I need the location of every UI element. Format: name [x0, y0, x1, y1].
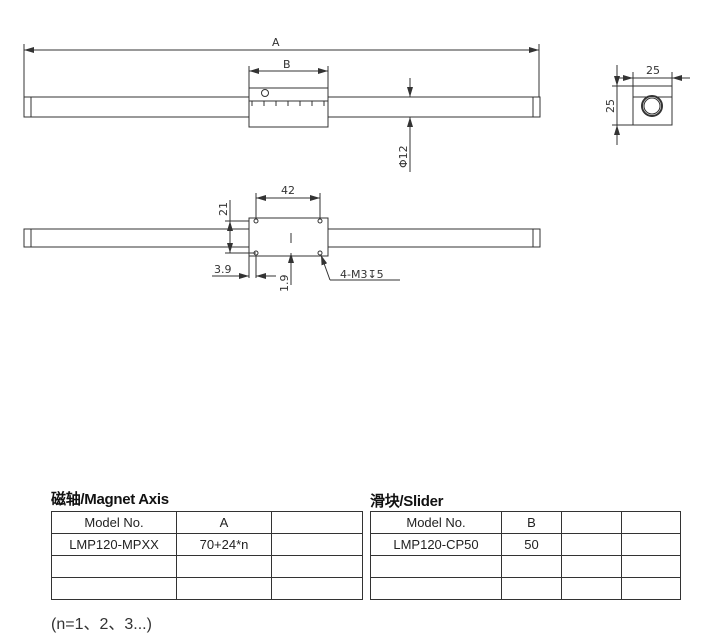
header-model: Model No.	[51, 511, 177, 534]
slider-block-bottom	[248, 217, 329, 257]
dim-b-label: B	[283, 58, 291, 71]
header-empty	[271, 511, 363, 534]
cell	[51, 555, 177, 578]
slider-table: Model No. B LMP120-CP50 50	[370, 511, 681, 600]
cell	[176, 577, 272, 600]
dim-a-label: A	[272, 36, 280, 49]
magnet-axis-title: 磁轴/Magnet Axis	[51, 491, 169, 508]
mount-hole	[317, 218, 323, 224]
cell	[561, 555, 622, 578]
cell	[370, 577, 502, 600]
header-empty	[621, 511, 681, 534]
dim-1-9-label: 1.9	[278, 275, 291, 293]
cell	[621, 533, 681, 556]
top-view	[23, 44, 541, 172]
bottom-view	[23, 193, 541, 285]
cell	[621, 555, 681, 578]
header-b: B	[501, 511, 562, 534]
cell-model: LMP120-MPXX	[51, 533, 177, 556]
footnote: (n=1、2、3...)	[51, 616, 152, 633]
table-row: LMP120-MPXX 70+24*n	[51, 533, 363, 556]
cell	[561, 577, 622, 600]
cell	[271, 555, 363, 578]
mount-hole	[253, 218, 259, 224]
table-header-row: Model No. A	[51, 511, 363, 534]
end-width-label: 25	[646, 64, 660, 77]
rod-section	[641, 95, 663, 117]
table-row	[370, 555, 681, 578]
cell	[621, 577, 681, 600]
end-view	[612, 65, 690, 145]
table-row	[51, 555, 363, 578]
table-row	[370, 577, 681, 600]
cell-b: 50	[501, 533, 562, 556]
slider-title: 滑块/Slider	[370, 493, 444, 510]
cell	[561, 533, 622, 556]
slider-block	[248, 87, 329, 128]
cell-model: LMP120-CP50	[370, 533, 502, 556]
table-header-row: Model No. B	[370, 511, 681, 534]
cell	[271, 533, 363, 556]
cell	[51, 577, 177, 600]
dim-42-label: 42	[281, 184, 295, 197]
table-row: LMP120-CP50 50	[370, 533, 681, 556]
cell	[271, 577, 363, 600]
technical-drawing: A B Φ12 42 21 3.9 1.9 4-M3↧5 25 25	[23, 36, 690, 293]
table-row	[51, 577, 363, 600]
dim-21-label: 21	[217, 202, 230, 216]
screw-icon	[261, 89, 269, 97]
cell-a: 70+24*n	[176, 533, 272, 556]
header-empty	[561, 511, 622, 534]
magnet-axis-table: Model No. A LMP120-MPXX 70+24*n	[51, 511, 363, 600]
header-a: A	[176, 511, 272, 534]
cell	[501, 555, 562, 578]
cell	[176, 555, 272, 578]
dim-diameter-label: Φ12	[397, 145, 410, 168]
dim-3-9-label: 3.9	[214, 263, 232, 276]
mount-hole	[317, 250, 323, 256]
scale-ticks	[251, 101, 325, 106]
header-model: Model No.	[370, 511, 502, 534]
cell	[501, 577, 562, 600]
end-view-block	[632, 85, 673, 126]
hole-callout-label: 4-M3↧5	[340, 268, 384, 281]
end-height-label: 25	[604, 99, 617, 113]
cell	[370, 555, 502, 578]
